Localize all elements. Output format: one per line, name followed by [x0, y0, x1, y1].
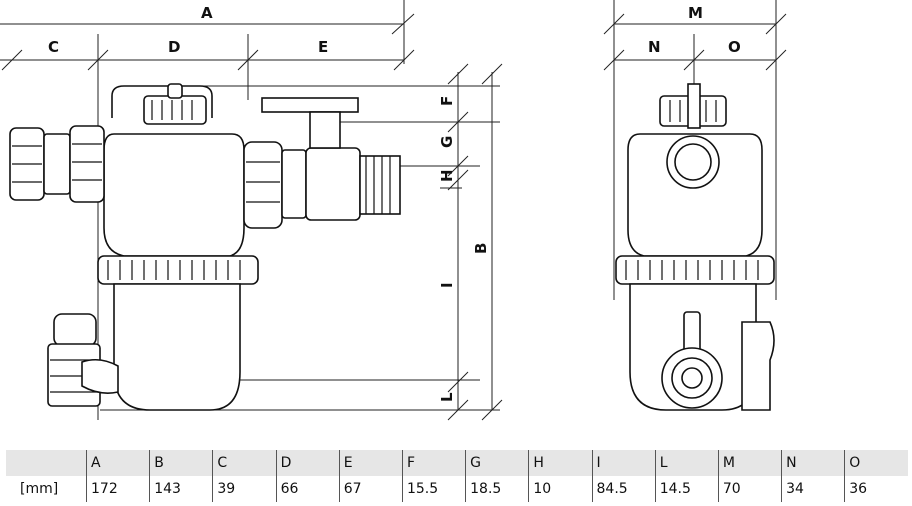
value-cell: 39 [212, 476, 277, 502]
value-cell: 15.5 [401, 476, 466, 502]
header-cell: L [654, 450, 719, 476]
filter-side-view [615, 83, 775, 411]
header-cell: I [591, 450, 656, 476]
header-cell: M [717, 450, 782, 476]
dim-label-F: F [438, 96, 456, 106]
header-cell: C [212, 450, 277, 476]
dim-label-M: M [688, 4, 703, 22]
dim-label-B: B [472, 243, 490, 254]
value-cell: 143 [149, 476, 213, 502]
dim-label-G: G [438, 136, 456, 148]
value-cell: 36 [844, 476, 908, 502]
table-header-row: A B C D E F G H I L M N O [6, 450, 908, 476]
header-cell: H [528, 450, 592, 476]
dim-label-L: L [438, 392, 456, 402]
value-cell: 10 [528, 476, 592, 502]
dim-label-A: A [201, 4, 213, 22]
dim-label-E: E [318, 38, 328, 56]
header-cell: D [275, 450, 340, 476]
unit-cell: [mm] [6, 476, 87, 502]
header-cell: O [844, 450, 908, 476]
value-cell: 34 [781, 476, 845, 502]
filter-front-view [9, 83, 401, 411]
table-values-row: [mm] 172 143 39 66 67 15.5 18.5 10 84.5 … [6, 476, 908, 502]
value-cell: 84.5 [591, 476, 656, 502]
dim-label-I: I [438, 282, 456, 288]
header-cell-unit-spacer [6, 450, 87, 476]
dim-label-N: N [648, 38, 661, 56]
header-cell: G [465, 450, 529, 476]
header-cell: A [85, 450, 150, 476]
front-dimension-lines [0, 0, 503, 421]
dim-label-C: C [48, 38, 59, 56]
value-cell: 66 [275, 476, 340, 502]
side-dimension-lines [603, 0, 787, 300]
header-cell: N [781, 450, 845, 476]
front-dimension-labels: A C D E F G H B I L [48, 4, 490, 402]
value-cell: 18.5 [465, 476, 529, 502]
dim-label-O: O [728, 38, 741, 56]
technical-drawing: A C D E F G H B I L [0, 0, 787, 421]
value-cell: 67 [338, 476, 403, 502]
dim-label-H: H [438, 169, 456, 182]
side-dimension-labels: M N O [648, 4, 741, 56]
header-cell: E [338, 450, 403, 476]
value-cell: 172 [85, 476, 150, 502]
value-cell: 70 [717, 476, 782, 502]
header-cell: B [149, 450, 213, 476]
dimensions-table: A B C D E F G H I L M N O [mm] 172 143 3… [6, 450, 908, 502]
header-cell: F [401, 450, 466, 476]
value-cell: 14.5 [654, 476, 719, 502]
dim-label-D: D [168, 38, 180, 56]
